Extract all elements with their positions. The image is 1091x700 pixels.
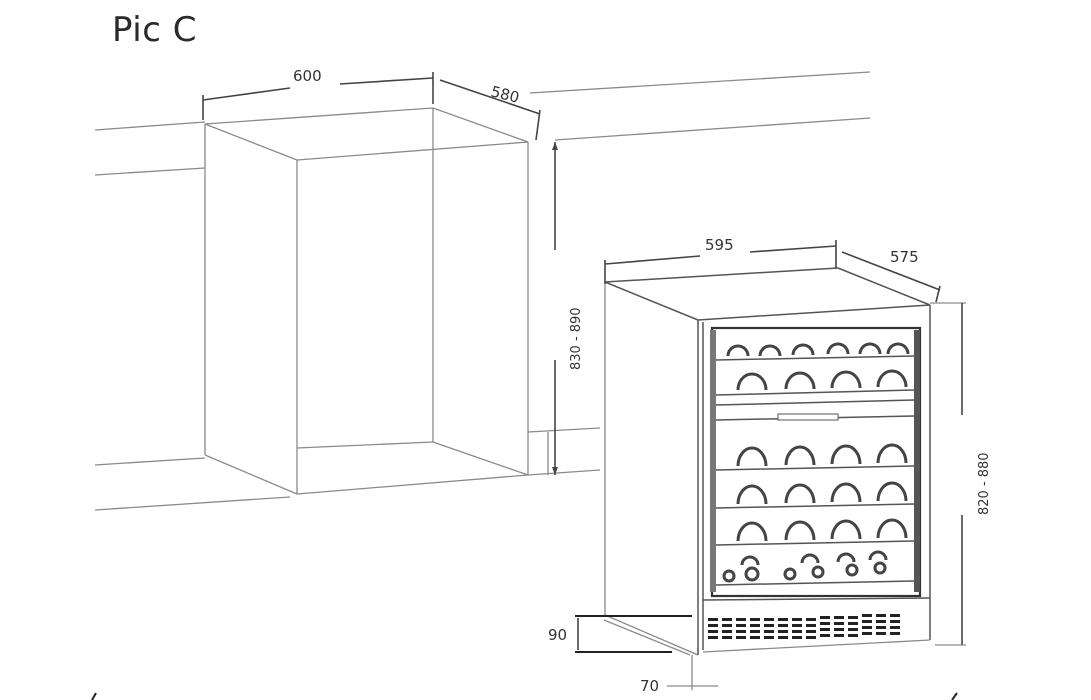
wine-cooler — [91, 240, 966, 700]
niche-width-label: 600 — [293, 67, 322, 85]
ventilation-grille — [708, 614, 900, 639]
niche-height-label: 830 - 890 — [569, 307, 584, 370]
niche-depth-label: 580 — [489, 82, 521, 106]
appliance-height-label: 820 - 880 — [977, 452, 992, 515]
diagram-title: Pic C — [112, 10, 197, 50]
appliance-depth-label: 575 — [890, 248, 919, 266]
wine-bottles — [722, 342, 910, 583]
plinth-recess-label: 70 — [640, 677, 659, 695]
kitchen-niche — [94, 71, 871, 511]
plinth-height-label: 90 — [548, 626, 567, 644]
appliance-width-label: 595 — [705, 236, 734, 254]
wine-shelves — [715, 355, 915, 586]
